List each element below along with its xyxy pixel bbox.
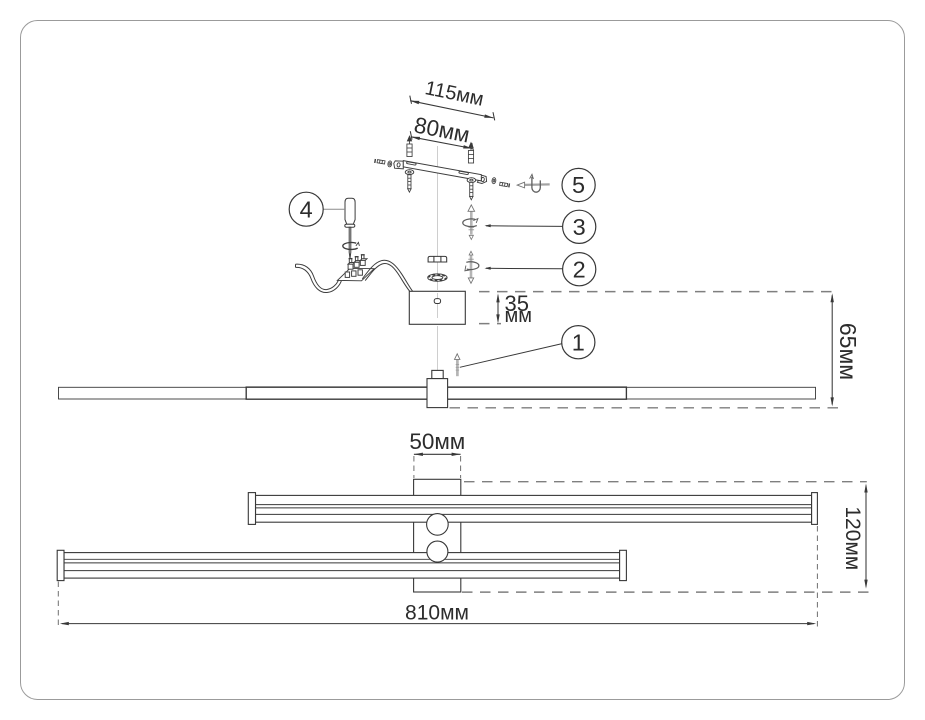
svg-text:120мм: 120мм: [841, 506, 864, 570]
svg-text:2: 2: [573, 256, 586, 282]
svg-text:50мм: 50мм: [409, 429, 465, 454]
svg-text:мм: мм: [505, 305, 533, 327]
svg-text:65мм: 65мм: [835, 323, 861, 380]
svg-text:3: 3: [573, 214, 586, 240]
svg-text:35: 35: [505, 291, 529, 316]
svg-text:5: 5: [572, 172, 585, 198]
svg-text:1: 1: [572, 329, 585, 355]
svg-text:810мм: 810мм: [405, 602, 469, 625]
svg-text:4: 4: [300, 196, 313, 222]
